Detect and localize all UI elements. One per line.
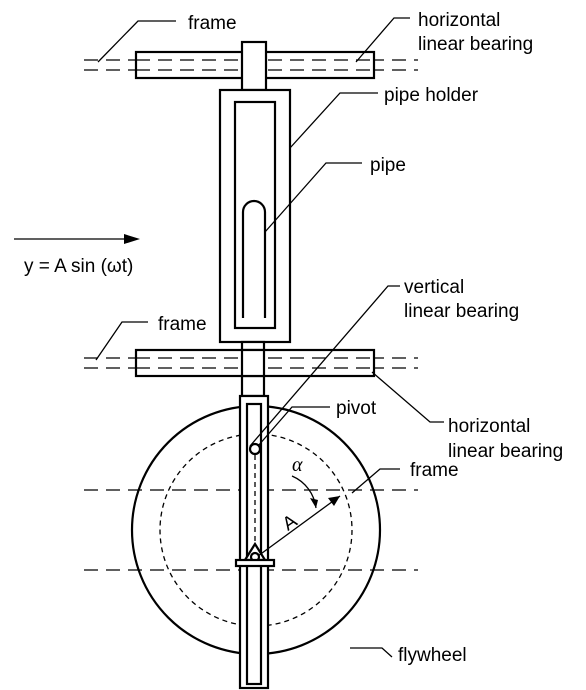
label-pipe: pipe xyxy=(370,155,406,176)
label-frame-bottom: frame xyxy=(410,460,459,481)
angle-arc xyxy=(291,475,318,509)
label-frame-middle: frame xyxy=(158,314,207,335)
pivot-joint xyxy=(248,442,262,456)
label-horizontal-bearing-top-1: horizontal xyxy=(418,10,500,31)
label-vertical-bearing-2: linear bearing xyxy=(404,301,519,322)
pipe xyxy=(241,199,267,318)
label-flywheel: flywheel xyxy=(398,645,467,666)
crank-pin xyxy=(234,541,276,568)
label-frame-top: frame xyxy=(188,13,237,34)
label-vertical-bearing-1: vertical xyxy=(404,277,464,298)
leader-lines xyxy=(95,17,444,658)
label-pivot: pivot xyxy=(336,398,377,419)
label-horizontal-bearing-bottom-2: linear bearing xyxy=(448,441,563,462)
symbol-A: A xyxy=(279,511,302,536)
upper-rod xyxy=(240,40,268,92)
label-pipe-holder: pipe holder xyxy=(384,85,479,106)
symbol-alpha: α xyxy=(292,454,303,476)
bottom-horizontal-bearing xyxy=(134,348,376,378)
label-horizontal-bearing-top-2: linear bearing xyxy=(418,34,533,55)
radius-arrow xyxy=(257,495,341,557)
label-horizontal-bearing-bottom-1: horizontal xyxy=(448,416,530,437)
motion-arrow xyxy=(14,234,140,244)
label-motion-equation: y = A sin (ωt) xyxy=(24,256,133,277)
